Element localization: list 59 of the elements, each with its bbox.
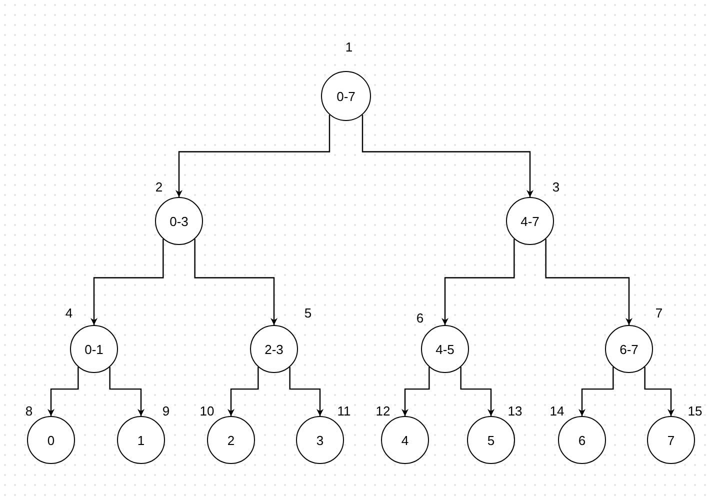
node-label: 0 bbox=[47, 432, 55, 448]
circle-node bbox=[381, 416, 429, 464]
node-label: 4 bbox=[401, 432, 409, 448]
node-number: 12 bbox=[376, 404, 390, 418]
node-label: 3 bbox=[316, 432, 324, 448]
arrow bbox=[48, 367, 79, 416]
node-number: 10 bbox=[200, 404, 214, 418]
node-label: 4-7 bbox=[520, 214, 540, 228]
circle-node bbox=[117, 416, 165, 464]
arrow bbox=[460, 367, 494, 416]
circle-node bbox=[558, 416, 606, 464]
arrow bbox=[442, 239, 515, 325]
circle-node bbox=[506, 197, 554, 245]
node-label: 0-7 bbox=[336, 88, 356, 104]
arrow bbox=[644, 367, 674, 416]
circle-node bbox=[207, 416, 255, 464]
node-number: 5 bbox=[304, 306, 312, 320]
arrow bbox=[228, 367, 259, 416]
arrow bbox=[289, 367, 324, 416]
node-number: 4 bbox=[65, 306, 73, 320]
circle-node bbox=[321, 71, 371, 121]
circle-node bbox=[250, 325, 298, 373]
arrow bbox=[90, 239, 164, 325]
node-label: 6-7 bbox=[620, 342, 638, 356]
node-number: 7 bbox=[655, 306, 663, 320]
node-number: 11 bbox=[337, 404, 351, 418]
node-label: 0-3 bbox=[170, 214, 188, 228]
node-label: 4-5 bbox=[436, 342, 454, 356]
node-number: 13 bbox=[508, 404, 522, 418]
arrow bbox=[194, 239, 278, 325]
circle-node bbox=[421, 325, 469, 373]
node-number: 2 bbox=[155, 180, 163, 194]
node-label: 5 bbox=[487, 432, 495, 448]
arrow bbox=[176, 114, 330, 197]
node-number: 9 bbox=[162, 404, 170, 418]
node-label: 2 bbox=[227, 432, 235, 448]
arrow bbox=[578, 367, 614, 416]
circle-node bbox=[296, 416, 344, 464]
arrow bbox=[545, 239, 632, 325]
node-number: 8 bbox=[25, 404, 33, 418]
circle-node bbox=[70, 325, 118, 373]
node-number: 6 bbox=[416, 310, 424, 326]
arrow bbox=[402, 367, 430, 416]
node-label: 7 bbox=[667, 432, 675, 448]
circle-node bbox=[605, 325, 653, 373]
node-label: 2-3 bbox=[264, 342, 284, 356]
node-number: 1 bbox=[345, 40, 353, 54]
node-number: 3 bbox=[552, 180, 560, 194]
circle-node bbox=[467, 416, 515, 464]
node-label: 0-1 bbox=[84, 342, 104, 356]
arrow bbox=[109, 367, 144, 416]
node-number: 14 bbox=[550, 404, 564, 418]
node-number: 15 bbox=[688, 404, 702, 418]
circle-node bbox=[647, 416, 695, 464]
node-label: 1 bbox=[137, 432, 145, 448]
arrow bbox=[362, 114, 534, 197]
node-label: 6 bbox=[578, 432, 586, 448]
circle-node bbox=[27, 416, 75, 464]
circle-node bbox=[155, 197, 203, 245]
